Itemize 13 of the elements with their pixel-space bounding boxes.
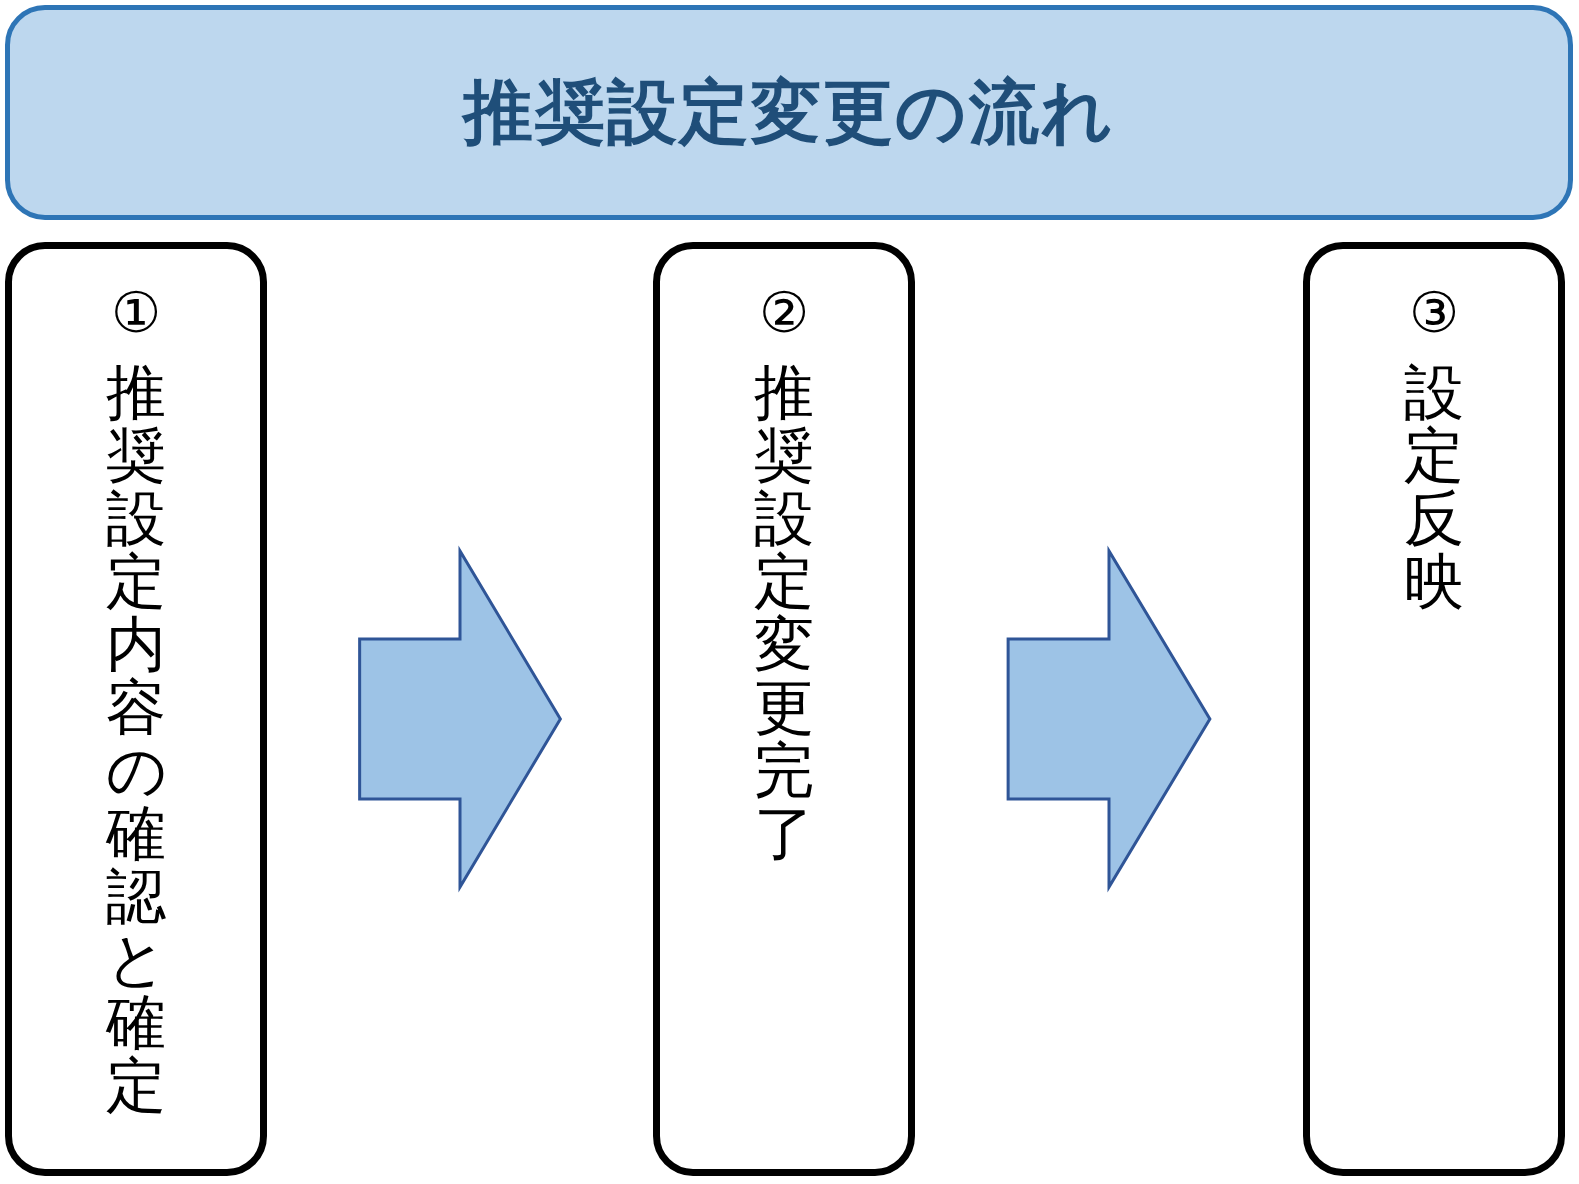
step-box (5, 242, 267, 1176)
step-box (1303, 242, 1565, 1176)
title-text: 推奨設定変更の流れ (463, 69, 1115, 155)
step-box (653, 242, 915, 1176)
step-number: ② (757, 283, 811, 343)
step-number: ① (109, 283, 163, 343)
step-label: 推奨設定変更完了 (753, 361, 815, 865)
block-arrow (358, 545, 563, 893)
block-arrow (1006, 545, 1212, 893)
step-label: 推奨設定内容の確認と確定 (104, 361, 168, 1117)
title-banner (5, 5, 1573, 220)
step-label: 設定反映 (1403, 361, 1465, 613)
step-number: ③ (1407, 283, 1461, 343)
